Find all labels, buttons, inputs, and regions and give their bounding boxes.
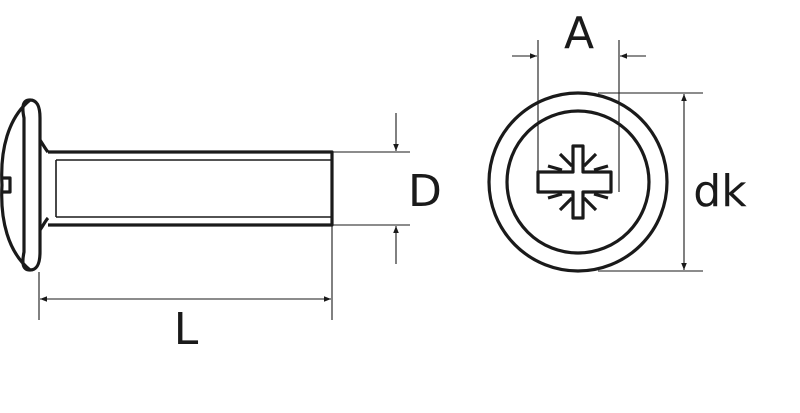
pozidriv-cross-icon [536,144,613,220]
diameter-label: D [408,166,442,217]
length-label: L [174,304,199,355]
head-outer-circle [487,91,669,273]
screw-head-fillet [38,139,50,231]
screw-head-recess [2,176,12,194]
screw-head-flange [21,98,42,272]
head-diameter-label: dk [693,166,747,217]
dimension-diameter: D [332,113,442,264]
dimension-head-diameter: dk [598,92,747,272]
screw-head-dome [0,98,32,272]
head-inner-circle [505,109,651,255]
front-view [487,91,669,273]
drive-width-label: A [564,8,594,59]
dimension-length: L [38,225,333,355]
screw-shank [48,150,334,227]
pozidriv-ticks [547,152,609,212]
dimension-drive-width: A [512,8,646,192]
side-view [0,98,334,272]
